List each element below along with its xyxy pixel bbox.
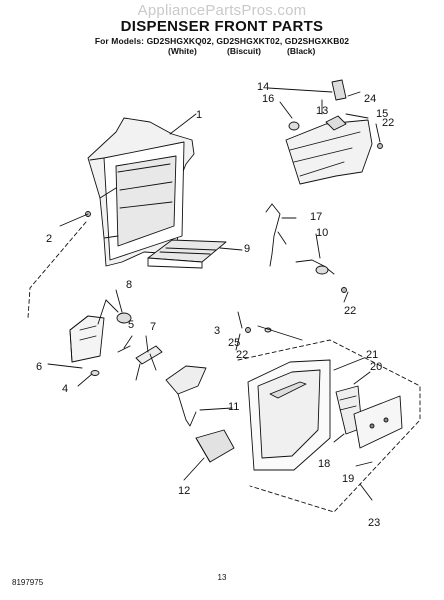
callout-labels: 1 2 3 4 5 6 7 8 9 10 11 12 13 14 15 16 1… — [36, 81, 394, 529]
callout-3: 3 — [214, 325, 220, 337]
part-lever — [135, 345, 163, 381]
part-actuator-arm — [165, 365, 207, 427]
callout-1: 1 — [196, 109, 202, 121]
callout-10: 10 — [316, 227, 328, 239]
callout-22-mid: 22 — [344, 305, 356, 317]
part-faceplate — [353, 395, 403, 449]
callout-9: 9 — [244, 243, 250, 255]
callout-19: 19 — [342, 473, 354, 485]
callout-8: 8 — [126, 279, 132, 291]
variant-biscuit: (Biscuit) — [227, 46, 261, 56]
part-switch — [105, 299, 132, 324]
callout-7: 7 — [150, 321, 156, 333]
part-bracket-plate — [69, 315, 105, 363]
callout-13: 13 — [316, 105, 328, 117]
part-spring-and-screw — [90, 345, 131, 376]
callout-2: 2 — [46, 233, 52, 245]
callout-14: 14 — [257, 81, 269, 93]
part-linkage — [295, 259, 335, 275]
callout-21: 21 — [366, 349, 378, 361]
callout-16: 16 — [262, 93, 274, 105]
callout-25: 25 — [228, 337, 240, 349]
part-upper-assembly — [285, 79, 373, 185]
callout-18: 18 — [318, 458, 330, 470]
part-cup — [195, 429, 235, 463]
callout-12: 12 — [178, 485, 190, 497]
page-title: DISPENSER FRONT PARTS — [120, 18, 324, 35]
callout-4: 4 — [62, 383, 68, 395]
callout-11: 11 — [228, 401, 239, 413]
watermark: AppliancePartsPros.com — [137, 2, 307, 19]
variant-black: (Black) — [287, 46, 316, 56]
callout-6: 6 — [36, 361, 42, 373]
callout-24: 24 — [364, 93, 376, 105]
document-number: 8197975 — [12, 578, 44, 587]
part-paddle — [265, 203, 287, 267]
part-drip-tray — [147, 239, 227, 269]
callout-22-low: 22 — [236, 349, 248, 361]
callout-23: 23 — [368, 517, 380, 529]
variant-white: (White) — [168, 46, 197, 56]
callout-20: 20 — [370, 361, 382, 373]
callout-5: 5 — [128, 319, 134, 331]
callout-22-top: 22 — [382, 117, 394, 129]
callout-17: 17 — [310, 211, 322, 223]
leader-lines — [47, 87, 381, 501]
page-number: 13 — [217, 573, 227, 582]
models-line: For Models: GD2SHGXKQ02, GD2SHGXKT02, GD… — [94, 36, 350, 46]
part-dispenser-housing — [87, 117, 195, 267]
callout-15: 15 — [376, 108, 388, 120]
part-door-frame — [247, 359, 331, 471]
